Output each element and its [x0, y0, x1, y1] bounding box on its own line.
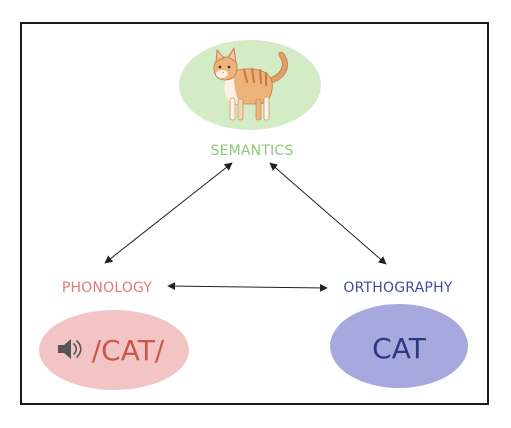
cat-tail	[265, 51, 288, 85]
arrow-semantics-orthography	[269, 162, 387, 265]
phonology-word: /CAT/	[92, 334, 165, 367]
cat-chest	[224, 78, 240, 104]
semantics-label: SEMANTICS	[210, 143, 293, 159]
arrow-semantics-phonology	[104, 162, 233, 264]
arrow-phonology-orthography	[167, 282, 328, 292]
orthography-word: CAT	[372, 332, 427, 365]
phonology-label: PHONOLOGY	[62, 280, 153, 296]
speaker-icon	[58, 339, 82, 359]
cat-leg-1	[229, 97, 236, 121]
orthography-blob	[330, 304, 468, 388]
cat-eye	[218, 65, 222, 69]
cat-stripes	[243, 68, 267, 86]
cat-leg-2	[237, 98, 244, 121]
orthography-label: ORTHOGRAPHY	[343, 280, 452, 296]
cat-leg-3	[255, 98, 262, 121]
cat-illustration	[213, 46, 288, 121]
phonology-blob	[39, 310, 189, 390]
cat-leg-4	[263, 96, 270, 121]
